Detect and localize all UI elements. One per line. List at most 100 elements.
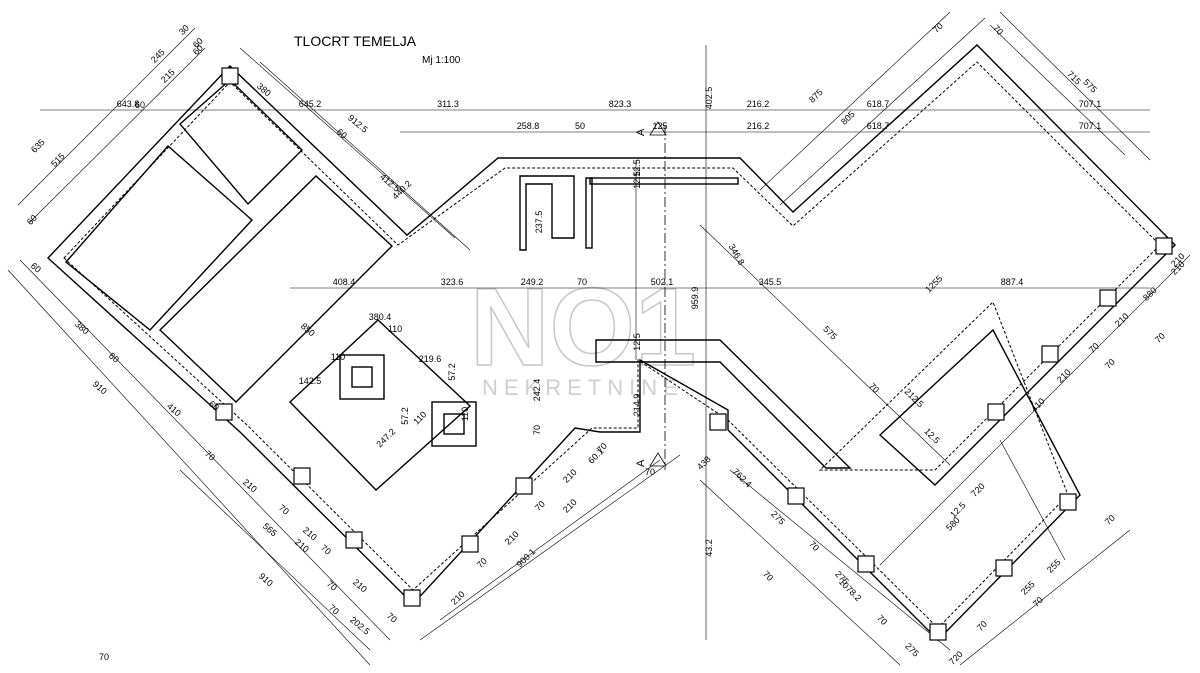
dimension-label: 60: [29, 261, 43, 275]
dimension-label: 912.5: [346, 113, 370, 135]
dimension-label: 110: [331, 352, 345, 362]
dimension-label: 408.4: [333, 277, 356, 287]
section-axis: [635, 45, 707, 640]
dimension-label: 12.5: [922, 426, 941, 445]
dimension-label: 635: [29, 137, 47, 155]
diagonal-dimension-lines: [7, 11, 1191, 666]
dimension-label: 762.4: [731, 466, 754, 489]
section-markers: A A: [635, 121, 667, 467]
dimension-label: 70: [319, 543, 333, 557]
dimension-label: 242.4: [532, 379, 542, 402]
dimension-label: 70: [1087, 341, 1101, 355]
dimension-label: 214.9: [632, 394, 642, 417]
dimension-label: 12.5: [632, 159, 642, 177]
dimension-label: 345.5: [759, 277, 782, 287]
dimension-label: 311.3: [437, 99, 459, 109]
dimension-label: 402.5: [704, 87, 714, 110]
dimension-label: 212.5: [903, 386, 926, 409]
dimension-label: 125: [652, 121, 667, 131]
dimension-label: 618.7: [867, 99, 890, 109]
dimension-label: 1255: [923, 273, 944, 294]
dimension-label: 70: [277, 503, 291, 517]
isolated-footings: [339, 354, 477, 447]
dimension-label: 645.2: [299, 99, 322, 109]
left-wing-walls: [46, 44, 1176, 641]
dimension-label: 110: [388, 324, 402, 334]
dimension-label: 245: [149, 47, 167, 65]
dimension-label: 70: [761, 569, 775, 583]
dimension-label: 255: [1045, 557, 1063, 575]
dimension-label: 258.8: [517, 121, 540, 131]
dimension-label: 438: [695, 454, 713, 472]
dimension-label: 70: [577, 277, 587, 287]
dimension-label: 880: [1141, 285, 1159, 303]
dimension-label: 70: [991, 23, 1005, 37]
dimension-label: 247.2: [374, 426, 397, 449]
dimension-label: 110: [460, 407, 470, 421]
drawing-title: TLOCRT TEMELJA: [294, 33, 417, 49]
dimension-label: 110: [411, 409, 428, 426]
horizontal-dimension-lines: [40, 109, 1150, 289]
dimension-label: 12.5: [632, 171, 642, 189]
dimension-label: 210: [1055, 367, 1073, 385]
dimension-label: 210: [503, 529, 521, 547]
dimension-label: 720: [947, 649, 965, 667]
dimension-label: 380: [73, 319, 91, 336]
dimension-label: 237.5: [534, 211, 544, 234]
dimension-label: 57.2: [400, 407, 410, 425]
dimension-label: 346.8: [727, 242, 747, 267]
dimension-label: 580: [944, 515, 962, 533]
dimension-label: 70: [645, 467, 655, 477]
dimension-label: 215: [159, 67, 177, 85]
dimension-label: 575: [1081, 77, 1099, 95]
dimension-label: 502.1: [651, 277, 674, 287]
dimension-label: 275: [903, 641, 921, 659]
dimension-label: 959.9: [690, 287, 700, 310]
dimension-label: 70: [532, 425, 542, 435]
dimension-label: 70: [931, 21, 945, 35]
dimension-label: 210: [561, 467, 579, 485]
dimension-label: 410: [1029, 396, 1047, 414]
dimension-label: 30: [177, 23, 191, 37]
dimension-label: 57.2: [447, 363, 457, 381]
dimension-label: 70: [99, 652, 109, 662]
dimension-label: 142.5: [299, 376, 322, 386]
dimension-label: 70: [325, 579, 339, 593]
dimension-label: 380.4: [369, 312, 392, 322]
dimension-label: 43.2: [704, 539, 714, 557]
dimension-label: 70: [975, 619, 989, 633]
dimension-label: 618.7: [867, 121, 890, 131]
dimension-label: 70: [1103, 513, 1117, 527]
dimension-label: 707.1: [1079, 121, 1102, 131]
dimension-label: 707.1: [1079, 99, 1102, 109]
dimension-label: 216.2: [747, 121, 770, 131]
dimension-label: 60: [107, 351, 121, 365]
dimension-label: 643.8: [117, 99, 140, 109]
dimension-label: 12.5: [632, 333, 642, 351]
dimension-label: 70: [385, 611, 399, 625]
dimension-label: 249.2: [521, 277, 544, 287]
dimension-label: 515: [49, 151, 67, 169]
dimension-label: 70: [867, 381, 881, 395]
interior-walls: [64, 79, 852, 491]
dimension-label: 575: [821, 324, 839, 342]
dimension-label: 70: [533, 499, 547, 513]
dimension-label: 70: [807, 539, 821, 553]
drawing-scale: Mj 1:100: [422, 55, 461, 66]
dimension-label: 805: [839, 109, 857, 127]
dimension-label: 875: [807, 87, 825, 105]
dimension-label: 910: [91, 379, 109, 396]
dimension-label: 210: [561, 497, 579, 515]
dimension-label: 12.5: [948, 500, 967, 519]
dimension-label: 70: [1103, 357, 1117, 371]
dimension-label: 60: [335, 127, 349, 141]
dimension-label: 60: [135, 100, 145, 110]
section-marker-bottom: A: [635, 459, 647, 467]
dimension-label: 255: [1019, 579, 1037, 597]
dimension-label: 70: [475, 556, 489, 570]
dimension-label: 887.4: [1001, 277, 1024, 287]
dimension-label: 210: [293, 537, 311, 554]
dimension-label: 275: [769, 509, 787, 527]
dimension-label: 219.6: [419, 354, 442, 364]
dimension-label: 410: [165, 401, 183, 418]
